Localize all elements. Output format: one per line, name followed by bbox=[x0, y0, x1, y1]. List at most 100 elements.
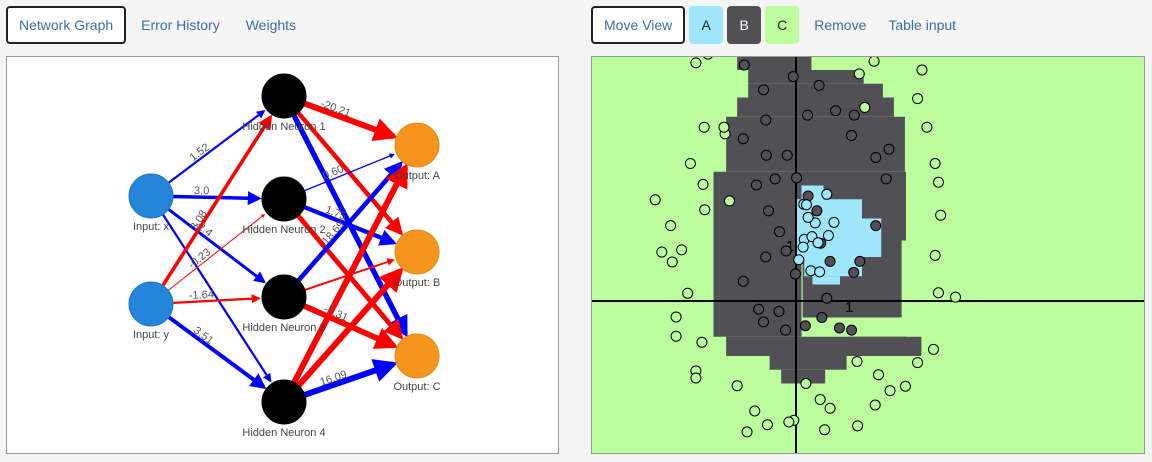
data-point-b[interactable] bbox=[737, 275, 749, 287]
data-point-c[interactable] bbox=[676, 244, 688, 256]
data-point-b[interactable] bbox=[799, 320, 811, 332]
data-point-c[interactable] bbox=[912, 357, 924, 369]
classification-plot[interactable]: 1 1 bbox=[592, 57, 1144, 453]
data-point-c[interactable] bbox=[665, 220, 677, 232]
data-point-c[interactable] bbox=[814, 393, 826, 405]
data-point-a[interactable] bbox=[809, 217, 821, 229]
data-point-b[interactable] bbox=[821, 292, 833, 304]
data-point-c[interactable] bbox=[649, 194, 661, 206]
data-point-b[interactable] bbox=[848, 266, 860, 278]
data-point-c[interactable] bbox=[852, 420, 864, 432]
data-point-c[interactable] bbox=[718, 121, 730, 133]
data-point-c[interactable] bbox=[741, 426, 753, 438]
data-point-b[interactable] bbox=[760, 149, 772, 161]
data-point-b[interactable] bbox=[780, 324, 792, 336]
data-point-c[interactable] bbox=[851, 356, 863, 367]
data-point-b[interactable] bbox=[811, 205, 823, 217]
data-point-b[interactable] bbox=[763, 205, 774, 217]
data-point-b[interactable] bbox=[774, 226, 785, 238]
data-point-c[interactable] bbox=[723, 195, 735, 207]
data-point-c[interactable] bbox=[670, 311, 682, 323]
data-point-c[interactable] bbox=[690, 372, 702, 384]
tab-weights[interactable]: Weights bbox=[245, 17, 297, 33]
data-point-c[interactable] bbox=[656, 246, 668, 258]
node-out_b[interactable] bbox=[394, 229, 440, 275]
data-point-b[interactable] bbox=[737, 133, 749, 145]
node-h1[interactable] bbox=[261, 73, 307, 119]
data-point-c[interactable] bbox=[731, 380, 743, 392]
data-point-c[interactable] bbox=[749, 405, 761, 417]
data-point-b[interactable] bbox=[750, 179, 762, 191]
node-h4[interactable] bbox=[261, 379, 307, 425]
data-point-b[interactable] bbox=[780, 245, 792, 257]
data-point-c[interactable] bbox=[932, 176, 944, 188]
tab-error-history[interactable]: Error History bbox=[141, 17, 220, 33]
data-point-b[interactable] bbox=[870, 151, 882, 163]
data-point-c[interactable] bbox=[703, 57, 713, 60]
data-point-b[interactable] bbox=[846, 324, 858, 336]
data-point-c[interactable] bbox=[921, 121, 933, 133]
data-point-c[interactable] bbox=[873, 369, 884, 381]
data-point-c[interactable] bbox=[899, 380, 911, 392]
data-point-c[interactable] bbox=[869, 399, 881, 411]
data-point-b[interactable] bbox=[760, 251, 772, 263]
table-input-button[interactable]: Table input bbox=[888, 17, 957, 33]
data-point-a[interactable] bbox=[800, 199, 812, 211]
data-point-b[interactable] bbox=[833, 322, 845, 334]
data-point-c[interactable] bbox=[932, 287, 944, 299]
classification-plot-panel[interactable]: 1 1 bbox=[591, 56, 1145, 454]
data-point-b[interactable] bbox=[848, 109, 860, 121]
data-point-b[interactable] bbox=[883, 143, 895, 155]
tab-network-graph[interactable]: Network Graph bbox=[6, 6, 127, 44]
data-point-b[interactable] bbox=[760, 114, 772, 126]
data-point-b[interactable] bbox=[753, 303, 765, 315]
data-point-c[interactable] bbox=[819, 424, 831, 436]
node-h3[interactable] bbox=[261, 274, 307, 320]
class-b-button[interactable]: B bbox=[727, 6, 762, 44]
class-c-button[interactable]: C bbox=[765, 6, 800, 44]
data-point-a[interactable] bbox=[812, 237, 824, 249]
data-point-b[interactable] bbox=[830, 105, 842, 117]
data-point-b[interactable] bbox=[758, 84, 770, 96]
data-point-c[interactable] bbox=[697, 178, 709, 190]
data-point-c[interactable] bbox=[868, 57, 880, 67]
data-point-a[interactable] bbox=[821, 188, 833, 200]
data-point-b[interactable] bbox=[854, 255, 866, 267]
remove-button[interactable]: Remove bbox=[814, 17, 867, 33]
data-point-c[interactable] bbox=[929, 158, 941, 169]
move-view-button[interactable]: Move View bbox=[591, 6, 686, 44]
data-point-c[interactable] bbox=[928, 343, 939, 355]
data-point-c[interactable] bbox=[682, 287, 694, 299]
data-point-c[interactable] bbox=[670, 330, 682, 342]
data-point-b[interactable] bbox=[781, 149, 793, 161]
data-point-b[interactable] bbox=[816, 312, 828, 323]
data-point-c[interactable] bbox=[684, 158, 696, 169]
data-point-b[interactable] bbox=[846, 129, 858, 141]
data-point-c[interactable] bbox=[950, 291, 961, 303]
data-point-a[interactable] bbox=[828, 216, 840, 228]
class-a-button[interactable]: A bbox=[689, 6, 724, 44]
data-point-b[interactable] bbox=[880, 173, 892, 185]
node-in_x[interactable] bbox=[128, 173, 174, 219]
data-point-c[interactable] bbox=[929, 249, 941, 261]
data-point-a[interactable] bbox=[797, 241, 809, 253]
data-point-c[interactable] bbox=[761, 419, 773, 431]
data-point-b[interactable] bbox=[802, 109, 814, 121]
node-out_a[interactable] bbox=[394, 122, 440, 168]
node-h2[interactable] bbox=[261, 176, 307, 222]
data-point-c[interactable] bbox=[884, 385, 896, 397]
data-point-c[interactable] bbox=[690, 57, 702, 69]
data-point-b[interactable] bbox=[787, 71, 799, 83]
data-point-c[interactable] bbox=[666, 256, 678, 268]
data-point-b[interactable] bbox=[824, 255, 836, 267]
data-point-c[interactable] bbox=[824, 402, 836, 414]
data-point-a[interactable] bbox=[814, 266, 826, 278]
data-point-c[interactable] bbox=[699, 204, 711, 216]
data-point-c[interactable] bbox=[800, 378, 812, 389]
data-point-c[interactable] bbox=[912, 93, 924, 105]
data-point-c[interactable] bbox=[696, 336, 708, 348]
data-point-c[interactable] bbox=[859, 101, 871, 113]
data-point-c[interactable] bbox=[783, 416, 795, 428]
data-point-c[interactable] bbox=[698, 121, 710, 133]
data-point-b[interactable] bbox=[769, 173, 781, 185]
